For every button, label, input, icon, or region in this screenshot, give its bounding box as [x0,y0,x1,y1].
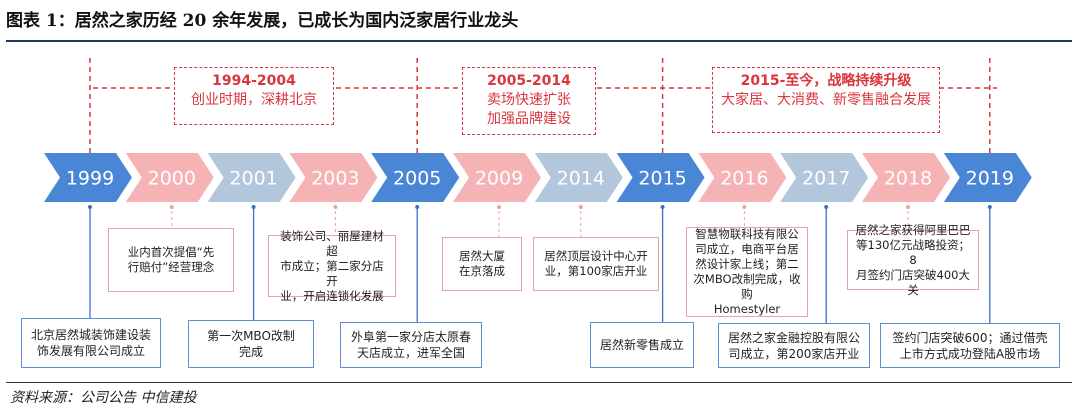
year-chevron-2005 [371,153,460,202]
phase-description: 大家居、大消费、新零售融合发展 [721,92,931,108]
phase-range: 2015-至今，战略持续升级 [740,73,912,89]
connector-dot-2001 [251,205,256,209]
year-chevron-2014 [534,153,623,202]
phase-box-2005-2014: 2005-2014 卖场快速扩张 加强品牌建设 [462,67,596,135]
year-chevron-2019 [943,153,1032,202]
year-label-2001: 2001 [229,168,277,190]
title-rule [6,40,1072,42]
year-label-2014: 2014 [557,168,605,190]
event-box-2019: 签约门店突破600；通过借壳 上市方式成功登陆A股市场 [880,323,1060,368]
phase-range: 2005-2014 [487,73,571,89]
event-box-2003: 装饰公司、丽屋建材超 市成立；第二家分店开 业，开启连锁化发展 [268,229,396,303]
connector-dot-2017 [824,205,829,209]
year-label-2005: 2005 [393,168,441,190]
year-label-2003: 2003 [311,168,359,190]
connector-dot-2015 [660,205,665,209]
connector-dot-2003 [333,205,338,209]
phase-box-2015-now: 2015-至今，战略持续升级 大家居、大消费、新零售融合发展 [712,67,940,133]
year-chevron-2000 [125,153,214,202]
phase-description: 卖场快速扩张 加强品牌建设 [487,92,571,127]
connector-dot-2000 [169,205,174,209]
event-box-2005: 外阜第一家分店太原春 天店成立，进军全国 [340,322,482,368]
year-label-2017: 2017 [802,168,850,190]
event-box-2009: 居然大厦 在京落成 [442,237,522,291]
connector-dot-1999 [88,205,92,209]
year-chevron-2018 [862,153,950,202]
year-chevron-2001 [207,153,296,202]
year-label-2018: 2018 [884,168,932,190]
connector-dot-2014 [578,205,583,209]
year-label-2009: 2009 [475,168,523,190]
year-chevron-2017 [780,153,869,202]
connector-dot-2019 [987,205,992,209]
year-label-2015: 2015 [638,168,686,190]
figure-title: 图表 1：居然之家历经 20 余年发展，已成长为国内泛家居行业龙头 [6,11,519,31]
event-box-2016: 智慧物联科技有限公 司成立，电商平台居 然设计家上线；第二 次MBO改制完成，收… [686,227,808,317]
phase-box-1994-2004: 1994-2004 创业时期，深耕北京 [174,67,334,125]
event-box-2001: 第一次MBO改制 完成 [188,320,314,368]
year-chevron-2015 [616,153,705,202]
year-chevron-2003 [289,153,378,202]
connector-dot-2018 [906,205,910,209]
connector-dot-2005 [415,205,420,209]
year-label-1999: 1999 [66,168,114,190]
source-note: 资料来源：公司公告 中信建投 [10,390,197,406]
event-box-2015: 居然新零售成立 [590,322,694,368]
event-box-1999: 北京居然城装饰建设装 饰发展有限公司成立 [21,318,161,368]
year-chevron-1999 [44,153,132,202]
year-label-2019: 2019 [966,168,1014,190]
year-label-2016: 2016 [720,168,768,190]
connector-dot-2016 [742,205,747,209]
event-box-2017: 居然之家金融控股有限公 司成立，第200家店开业 [718,323,870,368]
year-chevron-2009 [453,153,541,202]
connector-dot-2009 [497,205,501,209]
phase-description: 创业时期，深耕北京 [191,92,317,108]
event-box-2014: 居然顶层设计中心开 业，第100家店开业 [533,237,659,291]
year-label-2000: 2000 [148,168,196,190]
bottom-rule [6,382,1072,383]
year-chevron-2016 [698,153,787,202]
event-box-2018: 居然之家获得阿里巴巴 等130亿元战略投资；8 月签约门店突破400大关 [847,223,979,297]
phase-range: 1994-2004 [212,73,296,89]
event-box-2000: 业内首次提倡“先 行赔付”经营理念 [108,228,234,292]
